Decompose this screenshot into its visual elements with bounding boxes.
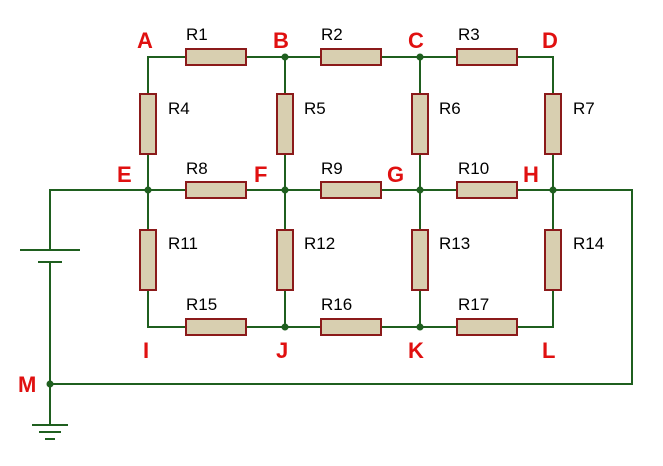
label-r12: R12 xyxy=(304,234,335,253)
junction-dot-e xyxy=(144,186,152,194)
resistor-r13 xyxy=(411,229,429,291)
junction-dot-c xyxy=(416,53,424,61)
label-r5: R5 xyxy=(304,99,326,118)
node-label-h: H xyxy=(523,162,539,187)
resistor-r1 xyxy=(185,48,247,66)
label-r3: R3 xyxy=(458,25,480,44)
label-r15: R15 xyxy=(186,295,217,314)
resistor-r8 xyxy=(185,181,247,199)
label-r9: R9 xyxy=(321,159,343,178)
node-label-f: F xyxy=(254,162,267,187)
junctions xyxy=(46,53,557,388)
resistor-labels: R1 R2 R3 R4 R5 R6 R7 R8 R9 R10 R11 R12 R… xyxy=(168,25,604,314)
node-label-a: A xyxy=(137,28,153,53)
label-r2: R2 xyxy=(321,25,343,44)
junction-dot-h xyxy=(549,186,557,194)
node-label-g: G xyxy=(387,162,404,187)
node-label-b: B xyxy=(273,28,289,53)
resistor-r10 xyxy=(456,181,518,199)
resistor-r17 xyxy=(456,318,518,336)
junction-dot-f xyxy=(281,186,289,194)
label-r13: R13 xyxy=(439,234,470,253)
junction-dot-j xyxy=(281,323,289,331)
junction-dot-k xyxy=(416,323,424,331)
label-r11: R11 xyxy=(168,234,198,253)
node-labels: A B C D E F G H I J K L M xyxy=(18,28,558,397)
junction-dot-b xyxy=(281,53,289,61)
node-label-k: K xyxy=(408,338,424,363)
resistor-r12 xyxy=(276,229,294,291)
node-label-i: I xyxy=(143,338,149,363)
resistor-r5 xyxy=(276,93,294,155)
ground-symbol xyxy=(32,424,68,440)
resistors xyxy=(139,48,562,336)
node-label-m: M xyxy=(18,372,36,397)
label-r7: R7 xyxy=(573,99,595,118)
resistor-r6 xyxy=(411,93,429,155)
node-label-l: L xyxy=(542,338,555,363)
label-r4: R4 xyxy=(168,99,190,118)
resistor-r9 xyxy=(320,181,382,199)
junction-dot-m xyxy=(46,380,54,388)
label-r17: R17 xyxy=(458,295,489,314)
node-label-d: D xyxy=(542,28,558,53)
junction-dot-g xyxy=(416,186,424,194)
label-r1: R1 xyxy=(186,25,208,44)
label-r14: R14 xyxy=(573,234,604,253)
resistor-r15 xyxy=(185,318,247,336)
node-label-c: C xyxy=(408,28,424,53)
resistor-r14 xyxy=(544,229,562,291)
label-r6: R6 xyxy=(439,99,461,118)
resistor-r3 xyxy=(456,48,518,66)
label-r8: R8 xyxy=(186,159,208,178)
resistor-r7 xyxy=(544,93,562,155)
resistor-r2 xyxy=(320,48,382,66)
label-r10: R10 xyxy=(458,159,489,178)
label-r16: R16 xyxy=(321,295,352,314)
resistor-r4 xyxy=(139,93,157,155)
node-label-e: E xyxy=(117,162,132,187)
node-label-j: J xyxy=(276,338,288,363)
resistor-r16 xyxy=(320,318,382,336)
resistor-r11 xyxy=(139,229,157,291)
battery-symbol xyxy=(20,249,80,263)
